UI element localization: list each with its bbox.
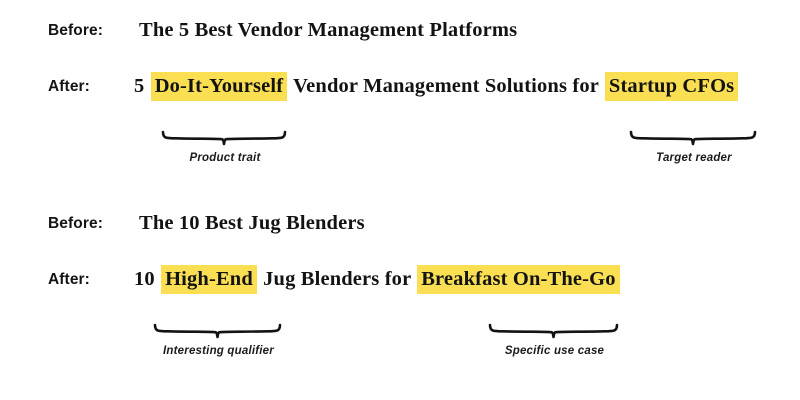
before-headline: The 5 Best Vendor Management Platforms — [139, 19, 518, 41]
before-row: Before: The 10 Best Jug Blenders — [0, 212, 800, 249]
highlighted-phrase: Startup CFOs — [604, 72, 739, 101]
after-headline: 10 High-End Jug Blenders for Breakfast O… — [134, 265, 621, 294]
after-row: After: 5 Do-It-Yourself Vendor Managemen… — [0, 72, 800, 112]
highlighted-phrase: Do-It-Yourself — [150, 72, 288, 101]
after-label: After: — [48, 78, 90, 95]
annotation-caption: Target reader — [656, 152, 732, 164]
curly-brace-down-icon — [160, 130, 290, 146]
highlighted-phrase: High-End — [161, 265, 257, 294]
curly-brace-down-icon — [487, 323, 622, 339]
annotation-target-reader: Target reader — [628, 130, 760, 164]
before-row: Before: The 5 Best Vendor Management Pla… — [0, 19, 800, 56]
before-headline: The 10 Best Jug Blenders — [139, 212, 365, 234]
highlighted-phrase: Breakfast On-The-Go — [417, 265, 620, 294]
after-label: After: — [48, 271, 90, 288]
annotation-product-trait: Product trait — [160, 130, 290, 164]
headline-text: 10 — [134, 268, 161, 290]
headline-text: 5 — [134, 75, 150, 97]
curly-brace-down-icon — [152, 323, 285, 339]
headline-text: Jug Blenders for — [257, 268, 417, 290]
annotation-caption: Interesting qualifier — [163, 345, 274, 357]
headline-text: Vendor Management Solutions for — [288, 75, 604, 97]
annotation-caption: Specific use case — [504, 345, 605, 357]
annotation-specific-use-case: Specific use case — [487, 323, 622, 357]
before-label: Before: — [48, 22, 103, 39]
before-label: Before: — [48, 215, 103, 232]
example-block: Before: The 10 Best Jug Blenders After: … — [0, 212, 800, 357]
example-block: Before: The 5 Best Vendor Management Pla… — [0, 19, 800, 164]
annotation-caption: Product trait — [189, 152, 261, 164]
after-headline: 5 Do-It-Yourself Vendor Management Solut… — [134, 72, 739, 101]
curly-brace-down-icon — [628, 130, 760, 146]
annotation-interesting-qualifier: Interesting qualifier — [152, 323, 285, 357]
after-row: After: 10 High-End Jug Blenders for Brea… — [0, 265, 800, 305]
